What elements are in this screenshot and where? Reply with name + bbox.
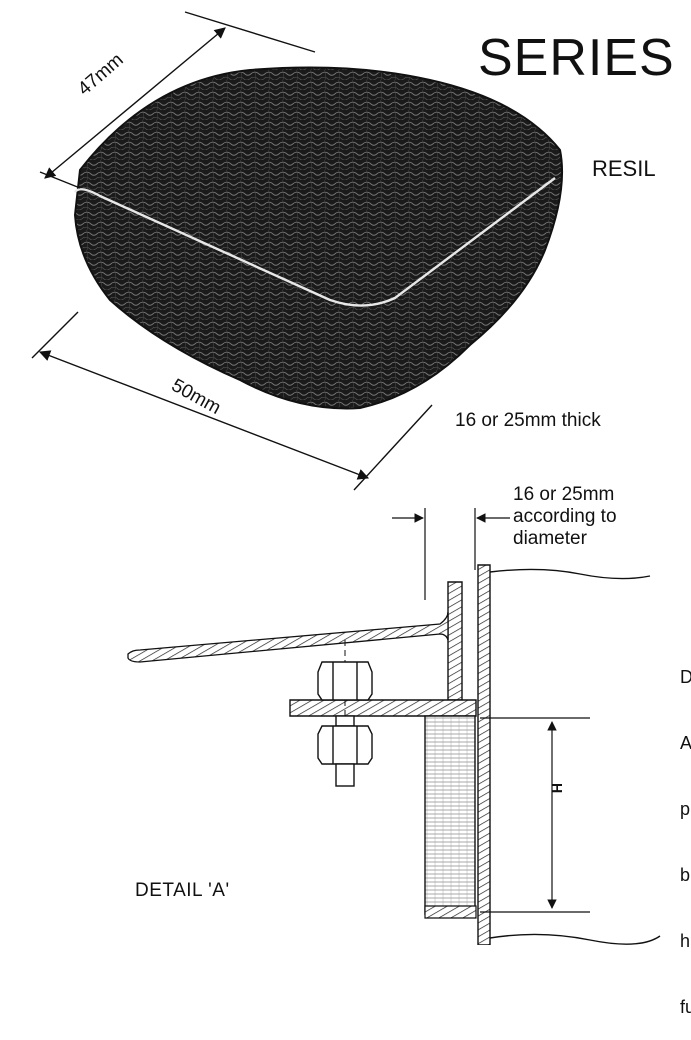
casing-wall <box>477 564 661 945</box>
detail-caption: DETAIL 'A' <box>135 880 230 901</box>
vertical-flange <box>447 581 463 701</box>
pad-body <box>73 66 564 410</box>
series-title: SERIES <box>478 29 675 87</box>
technical-drawing <box>31 11 661 945</box>
dimension-50mm <box>31 311 433 491</box>
height-marker-label: H <box>549 782 566 794</box>
thickness-label: 16 or 25mm thick <box>455 410 601 431</box>
pad-top-edge <box>74 177 556 307</box>
side-text-line: h <box>680 931 691 951</box>
side-text-line: fu <box>680 997 691 1017</box>
shelf-blade <box>127 611 449 663</box>
side-text-line: b <box>680 865 691 885</box>
dimension-height <box>480 717 590 913</box>
truncated-side-text: D A p b h fu <box>680 622 691 1040</box>
bolt-assembly <box>317 640 373 790</box>
bracket-plate <box>289 699 477 717</box>
dimension-47mm <box>39 11 316 189</box>
side-text-line: p <box>680 799 691 819</box>
dimension-thickness <box>392 508 510 600</box>
side-text-line: D <box>680 667 691 687</box>
pad-section <box>424 715 477 919</box>
resilient-pad <box>73 66 564 410</box>
series-subtitle: RESIL <box>592 156 656 181</box>
side-text-line: A <box>680 733 691 753</box>
mounting-thickness-label: 16 or 25mm according to diameter <box>513 484 617 549</box>
